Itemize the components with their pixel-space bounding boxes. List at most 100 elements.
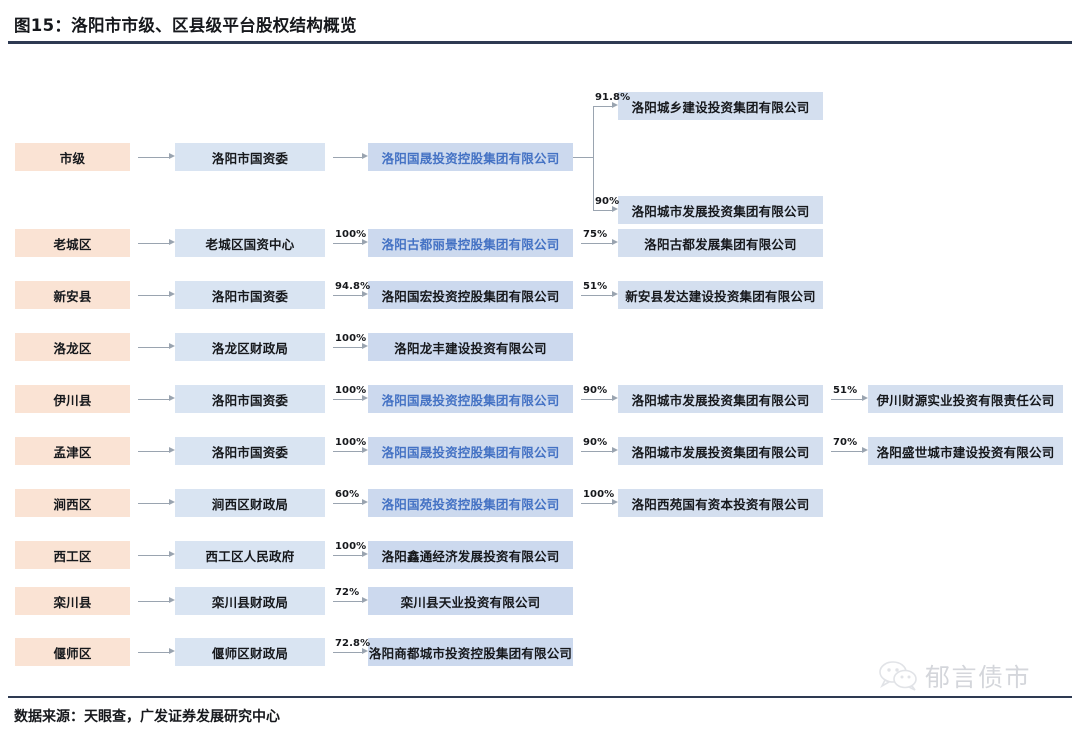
arrow-head-icon xyxy=(169,395,175,402)
connector-line xyxy=(333,157,362,159)
connector-line xyxy=(581,451,612,453)
ownership-percent-label: 100% xyxy=(335,333,367,344)
arrow-head-icon xyxy=(612,239,618,246)
sub-subsidiary-box-4: 伊川财源实业投资有限责任公司 xyxy=(868,385,1063,413)
arrow-head-icon xyxy=(169,447,175,454)
connector-line xyxy=(593,210,612,212)
data-source-note: 数据来源：天眼查，广发证券发展研究中心 xyxy=(14,709,280,725)
connector-line xyxy=(593,106,612,108)
ownership-percent-label: 72.8% xyxy=(335,638,371,649)
connector-line xyxy=(831,451,862,453)
ownership-percent-label: 90% xyxy=(595,196,620,207)
arrow-head-icon xyxy=(362,597,368,604)
connector-line xyxy=(581,503,612,505)
ownership-percent-label: 51% xyxy=(833,385,858,396)
owner-box-4: 洛阳市国资委 xyxy=(175,385,325,413)
ownership-percent-label: 51% xyxy=(583,281,608,292)
arrow-head-icon xyxy=(612,499,618,506)
arrow-head-icon xyxy=(169,551,175,558)
platform-box-7: 洛阳鑫通经济发展投资有限公司 xyxy=(368,541,573,569)
arrow-head-icon xyxy=(612,102,618,109)
connector-line xyxy=(333,451,362,453)
platform-box-8: 栾川县天业投资有限公司 xyxy=(368,587,573,615)
arrow-head-icon xyxy=(169,291,175,298)
arrow-head-icon xyxy=(169,499,175,506)
region-label-box-2: 新安县 xyxy=(15,281,130,309)
connector-line xyxy=(333,243,362,245)
connector-line xyxy=(138,601,169,603)
arrow-head-icon xyxy=(862,395,868,402)
platform-box-6: 洛阳国苑投资控股集团有限公司 xyxy=(368,489,573,517)
subsidiary-box-1: 洛阳古都发展集团有限公司 xyxy=(618,229,823,257)
title-bar: 图15：洛阳市市级、区县级平台股权结构概览 xyxy=(0,0,1080,44)
owner-box-0: 洛阳市国资委 xyxy=(175,143,325,171)
arrow-head-icon xyxy=(169,648,175,655)
platform-box-2: 洛阳国宏投资控股集团有限公司 xyxy=(368,281,573,309)
platform-box-1: 洛阳古都丽景控股集团有限公司 xyxy=(368,229,573,257)
platform-box-4: 洛阳国晟投资控股集团有限公司 xyxy=(368,385,573,413)
ownership-percent-label: 70% xyxy=(833,437,858,448)
owner-box-3: 洛龙区财政局 xyxy=(175,333,325,361)
arrow-head-icon xyxy=(612,291,618,298)
subsidiary-box-0-0: 洛阳城乡建设投资集团有限公司 xyxy=(618,92,823,120)
arrow-head-icon xyxy=(362,291,368,298)
connector-line xyxy=(138,295,169,297)
ownership-percent-label: 100% xyxy=(335,541,367,552)
platform-box-3: 洛阳龙丰建设投资有限公司 xyxy=(368,333,573,361)
owner-box-6: 涧西区财政局 xyxy=(175,489,325,517)
arrow-head-icon xyxy=(362,153,368,160)
subsidiary-box-4: 洛阳城市发展投资集团有限公司 xyxy=(618,385,823,413)
subsidiary-box-0-1: 洛阳城市发展投资集团有限公司 xyxy=(618,196,823,224)
region-label-box-8: 栾川县 xyxy=(15,587,130,615)
arrow-head-icon xyxy=(362,447,368,454)
connector-line xyxy=(581,399,612,401)
connector-line xyxy=(333,652,362,654)
connector-line xyxy=(333,601,362,603)
owner-box-5: 洛阳市国资委 xyxy=(175,437,325,465)
ownership-percent-label: 90% xyxy=(583,385,608,396)
arrow-head-icon xyxy=(362,648,368,655)
connector-line xyxy=(138,652,169,654)
ownership-percent-label: 100% xyxy=(335,385,367,396)
owner-box-9: 偃师区财政局 xyxy=(175,638,325,666)
ownership-percent-label: 100% xyxy=(583,489,615,500)
arrow-head-icon xyxy=(362,551,368,558)
region-label-box-5: 孟津区 xyxy=(15,437,130,465)
ownership-percent-label: 100% xyxy=(335,437,367,448)
ownership-percent-label: 75% xyxy=(583,229,608,240)
arrow-head-icon xyxy=(612,206,618,213)
ownership-percent-label: 60% xyxy=(335,489,360,500)
sub-subsidiary-box-5: 洛阳盛世城市建设投资有限公司 xyxy=(868,437,1063,465)
arrow-head-icon xyxy=(169,153,175,160)
arrow-head-icon xyxy=(169,343,175,350)
arrow-head-icon xyxy=(169,597,175,604)
connector-line xyxy=(138,243,169,245)
connector-line xyxy=(333,503,362,505)
region-label-box-1: 老城区 xyxy=(15,229,130,257)
connector-line xyxy=(138,399,169,401)
connector-line xyxy=(138,347,169,349)
region-label-box-4: 伊川县 xyxy=(15,385,130,413)
connector-line xyxy=(138,555,169,557)
connector-line xyxy=(593,106,595,210)
title-divider xyxy=(8,41,1072,44)
connector-line xyxy=(581,243,612,245)
arrow-head-icon xyxy=(362,239,368,246)
connector-line xyxy=(333,399,362,401)
connector-line xyxy=(333,347,362,349)
arrow-head-icon xyxy=(362,499,368,506)
arrow-head-icon xyxy=(862,447,868,454)
connector-line xyxy=(831,399,862,401)
watermark-label: 郁言债市 xyxy=(925,663,1032,692)
region-label-box-7: 西工区 xyxy=(15,541,130,569)
page-title: 图15：洛阳市市级、区县级平台股权结构概览 xyxy=(14,16,357,35)
region-label-box-3: 洛龙区 xyxy=(15,333,130,361)
region-label-box-9: 偃师区 xyxy=(15,638,130,666)
arrow-head-icon xyxy=(169,239,175,246)
platform-box-9: 洛阳商都城市投资控股集团有限公司 xyxy=(368,638,573,666)
owner-box-8: 栾川县财政局 xyxy=(175,587,325,615)
owner-box-7: 西工区人民政府 xyxy=(175,541,325,569)
footer-divider xyxy=(8,696,1072,698)
connector-line xyxy=(573,157,593,159)
